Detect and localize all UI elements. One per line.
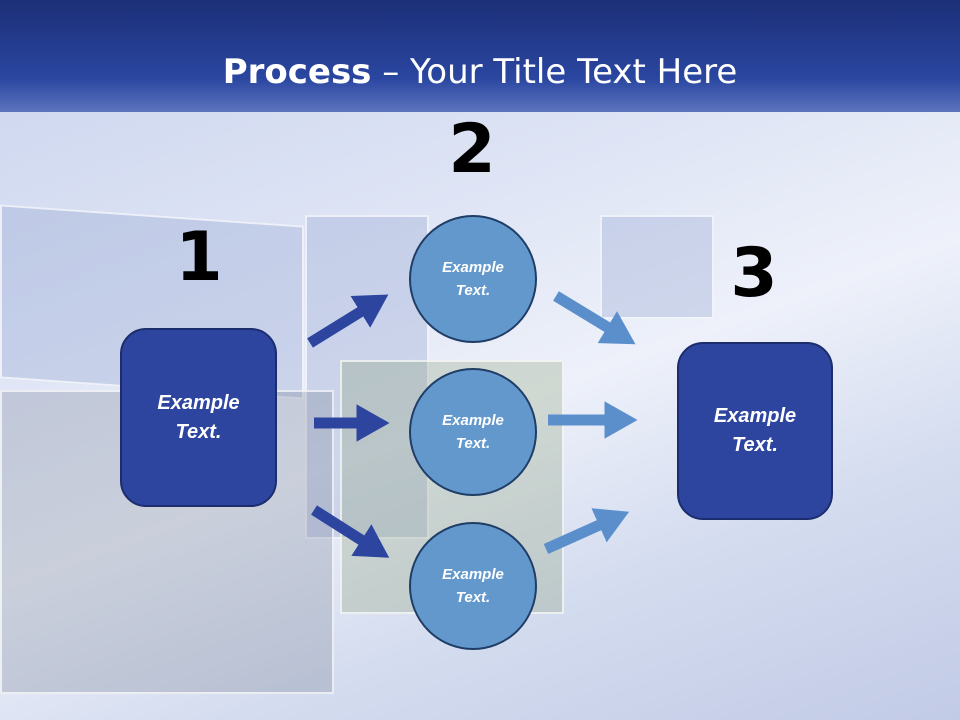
circle-1-line2: Text. xyxy=(455,282,491,299)
circle-2-line2: Text. xyxy=(455,435,491,452)
circle-3-line2: Text. xyxy=(455,589,491,606)
end-box-line2: Text. xyxy=(732,434,778,456)
circle-1-line1: Example xyxy=(442,259,504,276)
step-number-3: 3 xyxy=(730,234,778,313)
background-screen-panel xyxy=(600,215,714,319)
slide-title: Process – Your Title Text Here xyxy=(0,52,960,92)
background-screen-panel xyxy=(305,215,429,539)
arrow-to-circle-1 xyxy=(307,294,389,348)
start-box-line2: Text. xyxy=(175,420,222,443)
arrow-from-circle-3 xyxy=(543,508,630,555)
circle-2-line1: Example xyxy=(442,412,504,429)
title-bold: Process xyxy=(222,52,372,92)
end-box-line1: Example xyxy=(713,405,797,427)
circle-3-line1: Example xyxy=(442,566,504,583)
step-number-1: 1 xyxy=(175,218,223,297)
title-bar xyxy=(0,0,960,112)
arrow-to-circle-3 xyxy=(311,505,390,558)
arrow-from-circle-1 xyxy=(553,291,636,345)
start-box-line1: Example xyxy=(157,391,240,414)
title-rest: – Your Title Text Here xyxy=(371,52,738,92)
step-number-2: 2 xyxy=(448,110,496,189)
